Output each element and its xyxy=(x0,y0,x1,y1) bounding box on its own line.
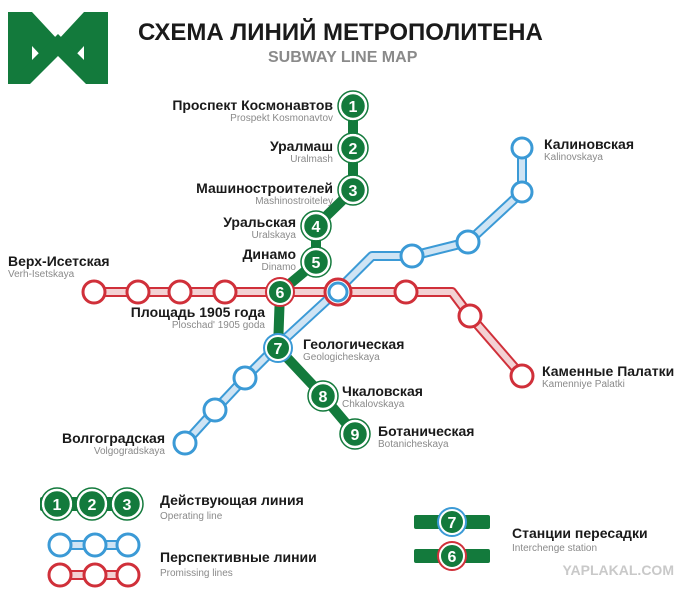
blue-stations xyxy=(172,136,534,456)
station-2-label-ru: Уралмаш xyxy=(270,138,333,154)
station-3-label-en: Mashinostroiteley xyxy=(255,196,333,207)
station-5-marker[interactable]: 5 xyxy=(300,246,332,278)
station-6-label-en: Ploschad' 1905 goda xyxy=(172,320,266,331)
station-verkh-isetskaya-label-ru: Верх-Исетская xyxy=(8,253,110,269)
station-7-marker[interactable]: 7 xyxy=(263,333,293,363)
station-9-number: 9 xyxy=(351,427,360,444)
station-5-label-ru: Динамо xyxy=(242,246,296,262)
station-5-label-en: Dinamo xyxy=(262,262,297,273)
station-volgogradskaya-label-ru: Волгоградская xyxy=(62,430,165,446)
station-volgogradskaya-marker[interactable] xyxy=(172,430,198,456)
crossing-station-marker[interactable] xyxy=(323,277,353,307)
station-6-label-ru: Площадь 1905 года xyxy=(131,304,265,320)
station-red-marker[interactable] xyxy=(125,279,151,305)
station-red-marker[interactable] xyxy=(457,303,483,329)
station-kamennye-palatki-label-en: Kamenniye Palatki xyxy=(542,379,625,390)
legend-promising-label-ru: Перспективные линии xyxy=(160,549,317,565)
watermark: YAPLAKAL.COM xyxy=(563,562,675,578)
station-9-label-en: Botanicheskaya xyxy=(378,439,449,450)
station-4-label-ru: Уральская xyxy=(223,214,296,230)
legend-operating-line: 1 2 3 xyxy=(40,487,144,521)
station-blue-marker[interactable] xyxy=(510,180,534,204)
station-7-number: 7 xyxy=(274,341,283,358)
red-stations xyxy=(81,279,535,389)
station-9-label-ru: Ботаническая xyxy=(378,423,474,439)
legend-promising-label-en: Promissing lines xyxy=(160,568,233,579)
station-1-label-en: Prospekt Kosmonavtov xyxy=(230,113,333,124)
station-5-number: 5 xyxy=(312,255,321,272)
station-3-number: 3 xyxy=(349,183,358,200)
legend-operating-label-ru: Действующая линия xyxy=(160,492,304,508)
station-kamennye-palatki-marker[interactable] xyxy=(509,363,535,389)
legend-interchange-label-ru: Станции пересадки xyxy=(512,525,648,541)
station-kalinovskaya-label-ru: Калиновская xyxy=(544,136,634,152)
map-title: СХЕМА ЛИНИЙ МЕТРОПОЛИТЕНА xyxy=(138,18,543,46)
station-6-marker[interactable]: 6 xyxy=(265,277,295,307)
station-blue-marker[interactable] xyxy=(399,243,425,269)
station-1-number: 1 xyxy=(349,99,358,116)
station-4-label-en: Uralskaya xyxy=(252,230,297,241)
station-1-marker[interactable]: 1 xyxy=(337,90,369,122)
legend-interchange-number-7: 7 xyxy=(448,515,457,532)
station-8-number: 8 xyxy=(319,389,328,406)
station-2-label-en: Uralmash xyxy=(290,154,333,165)
blue-line xyxy=(180,143,527,448)
legend-number-3: 3 xyxy=(123,497,132,514)
legend-interchange-number-6: 6 xyxy=(448,549,457,566)
station-kalinovskaya-label-en: Kalinovskaya xyxy=(544,152,603,163)
station-verkh-isetskaya-label-en: Verh-Isetskaya xyxy=(8,269,75,280)
station-9-marker[interactable]: 9 xyxy=(339,418,371,450)
station-3-label-ru: Машиностроителей xyxy=(196,180,333,196)
legend-number-1: 1 xyxy=(53,497,62,514)
station-2-marker[interactable]: 2 xyxy=(337,132,369,164)
station-6-number: 6 xyxy=(276,285,285,302)
station-blue-marker[interactable] xyxy=(202,397,228,423)
station-7-label-en: Geologicheskaya xyxy=(303,352,380,363)
station-red-marker[interactable] xyxy=(167,279,193,305)
station-8-label-ru: Чкаловская xyxy=(342,383,423,399)
legend-interchange-stations: 7 6 xyxy=(414,507,490,571)
metro-m-logo-icon xyxy=(8,12,108,84)
station-3-marker[interactable]: 3 xyxy=(337,174,369,206)
map-subtitle: SUBWAY LINE MAP xyxy=(268,49,418,66)
station-blue-marker[interactable] xyxy=(455,229,481,255)
station-volgogradskaya-label-en: Volgogradskaya xyxy=(94,446,166,457)
legend-interchange-label-en: Interchenge station xyxy=(512,543,597,554)
station-red-marker[interactable] xyxy=(393,279,419,305)
station-8-label-en: Chkalovskaya xyxy=(342,399,405,410)
station-4-marker[interactable]: 4 xyxy=(300,210,332,242)
station-8-marker[interactable]: 8 xyxy=(307,380,339,412)
station-1-label-ru: Проспект Космонавтов xyxy=(172,97,333,113)
station-4-number: 4 xyxy=(312,219,321,236)
legend-number-2: 2 xyxy=(88,497,97,514)
station-kamennye-palatki-label-ru: Каменные Палатки xyxy=(542,363,674,379)
station-7-label-ru: Геологическая xyxy=(303,336,404,352)
station-red-marker[interactable] xyxy=(212,279,238,305)
station-blue-marker[interactable] xyxy=(232,365,258,391)
red-line xyxy=(89,287,527,381)
legend-promising-lines xyxy=(47,532,141,588)
station-kalinovskaya-marker[interactable] xyxy=(510,136,534,160)
legend-operating-label-en: Operating line xyxy=(160,511,223,522)
station-2-number: 2 xyxy=(349,141,358,158)
station-verkh-isetskaya-marker[interactable] xyxy=(81,279,107,305)
